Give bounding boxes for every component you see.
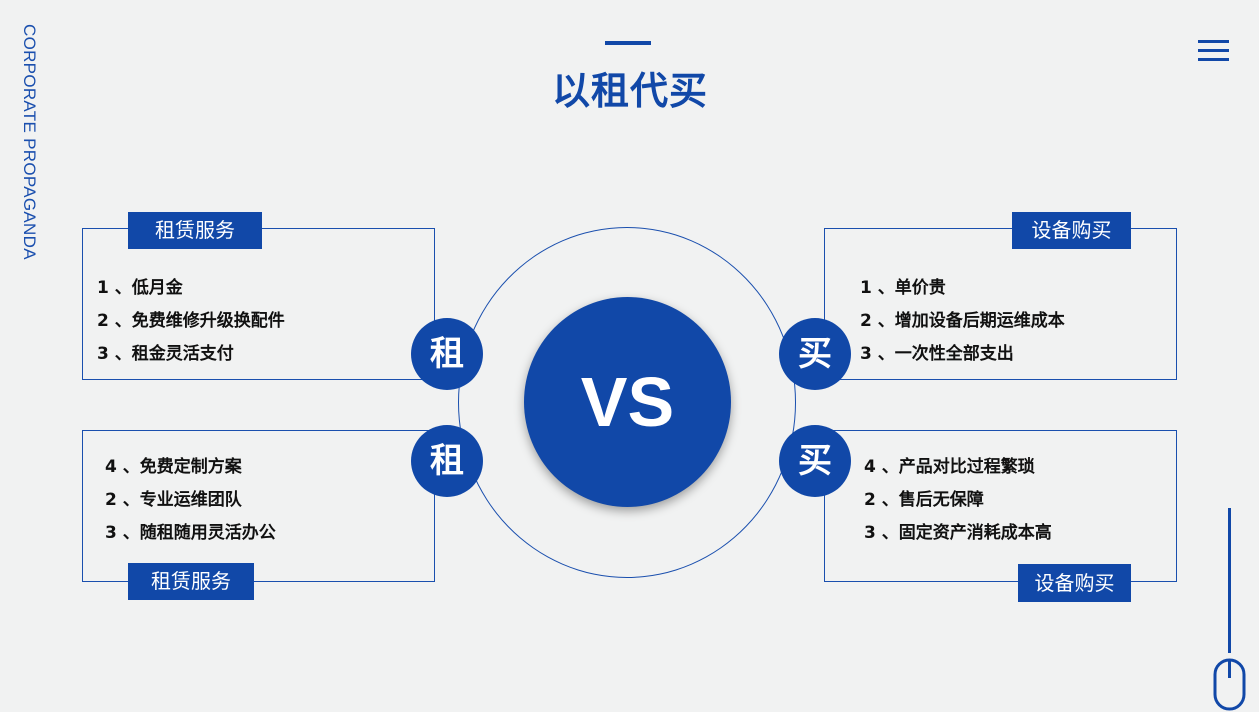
list-item: 3 、一次性全部支出 <box>860 344 1014 364</box>
panel-buy-bottom <box>824 430 1177 582</box>
panel-rent-bottom-tag: 租赁服务 <box>128 563 254 600</box>
panel-buy-bottom-list: 4 、产品对比过程繁琐 2 、售后无保障 3 、固定资产消耗成本高 <box>864 451 1052 550</box>
panel-buy-top <box>824 228 1177 380</box>
list-item: 2 、免费维修升级换配件 <box>97 311 285 331</box>
panel-buy-top-tag: 设备购买 <box>1012 212 1131 249</box>
panel-rent-top-tag: 租赁服务 <box>128 212 262 249</box>
list-item: 4 、免费定制方案 <box>105 457 242 477</box>
list-item: 3 、固定资产消耗成本高 <box>864 523 1052 543</box>
scroll-indicator-line <box>1228 508 1231 653</box>
buy-badge-top: 买 <box>779 318 851 390</box>
rent-badge-bottom: 租 <box>411 425 483 497</box>
hamburger-menu-icon[interactable] <box>1198 40 1229 62</box>
list-item: 2 、专业运维团队 <box>105 490 242 510</box>
list-item: 2 、售后无保障 <box>864 490 984 510</box>
panel-buy-bottom-tag: 设备购买 <box>1018 564 1131 602</box>
page-title: 以租代买 <box>551 69 708 113</box>
rent-badge-top: 租 <box>411 318 483 390</box>
list-item: 2 、增加设备后期运维成本 <box>860 311 1065 331</box>
panel-rent-bottom <box>82 430 435 582</box>
side-brand-text: CORPORATE PROPAGANDA <box>20 24 39 260</box>
list-item: 3 、租金灵活支付 <box>97 344 234 364</box>
center-ring <box>458 227 796 578</box>
vs-circle: VS <box>524 297 731 507</box>
list-item: 1 、单价贵 <box>860 278 946 298</box>
list-item: 1 、低月金 <box>97 278 183 298</box>
title-accent-bar <box>605 41 651 45</box>
panel-rent-top-list: 1 、低月金 2 、免费维修升级换配件 3 、租金灵活支付 <box>97 272 285 371</box>
mouse-scroll-icon[interactable] <box>1213 658 1246 711</box>
panel-buy-top-list: 1 、单价贵 2 、增加设备后期运维成本 3 、一次性全部支出 <box>860 272 1065 371</box>
list-item: 4 、产品对比过程繁琐 <box>864 457 1035 477</box>
buy-badge-bottom: 买 <box>779 425 851 497</box>
list-item: 3 、随租随用灵活办公 <box>105 523 276 543</box>
panel-rent-bottom-list: 4 、免费定制方案 2 、专业运维团队 3 、随租随用灵活办公 <box>105 451 276 550</box>
